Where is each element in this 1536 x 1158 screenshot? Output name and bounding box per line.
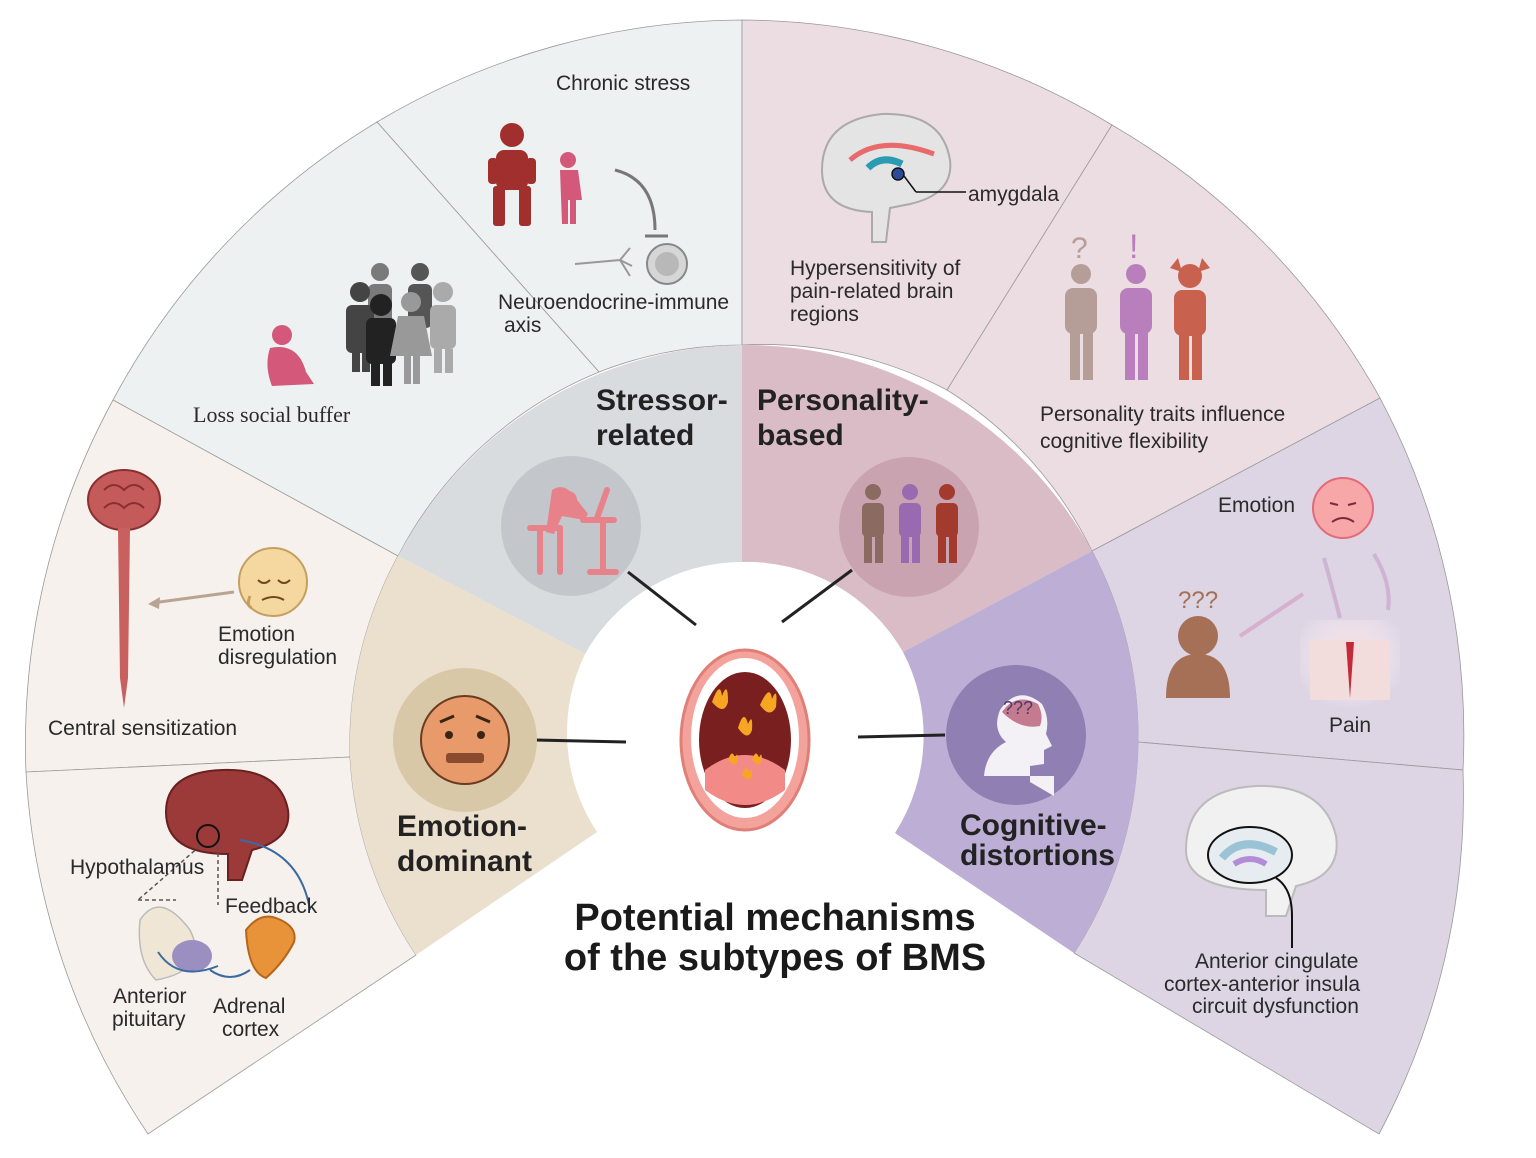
tissue-pain-icon xyxy=(1300,620,1400,710)
label-acc-2: cortex-anterior insula xyxy=(1164,973,1360,996)
svg-text:???: ??? xyxy=(1178,587,1218,614)
subtype-cognitive-line2: distortions xyxy=(960,839,1115,872)
connectors xyxy=(534,568,946,744)
subtype-personality-line2: based xyxy=(757,419,844,452)
svg-text:???: ??? xyxy=(1003,698,1033,718)
label-personality-traits-1: Personality traits influence xyxy=(1040,403,1285,426)
label-hypothalamus: Hypothalamus xyxy=(70,856,204,879)
sector-chronic-stress xyxy=(376,19,743,373)
crowd-icon xyxy=(346,263,456,386)
worried-face-icon xyxy=(393,668,537,812)
subtype-emotion-line2: dominant xyxy=(397,845,532,878)
subtype-emotion-line1: Emotion- xyxy=(397,810,527,843)
subtype-personality-line1: Personality- xyxy=(757,384,929,417)
spinal-brain-icon xyxy=(87,469,161,708)
emotion-arrow xyxy=(148,590,235,609)
label-anterior-pituitary-1: Anterior xyxy=(113,985,187,1008)
label-hypersensitivity-3: regions xyxy=(790,303,859,326)
diagram-title-line2: of the subtypes of BMS xyxy=(564,937,986,979)
label-hypersensitivity-2: pain-related brain xyxy=(790,280,953,303)
subtype-stressor-line2: related xyxy=(596,419,694,452)
diagram-title-line1: Potential mechanisms xyxy=(574,897,975,939)
confused-person-icon: ??? xyxy=(1166,587,1230,698)
hpa-axis-icon xyxy=(137,768,311,981)
subtype-cognitive-line1: Cognitive- xyxy=(960,809,1107,842)
mouth-fire-icon xyxy=(679,648,811,832)
stressed-person-icon xyxy=(488,123,536,226)
label-chronic-stress: Chronic stress xyxy=(556,72,690,95)
personality-people-icon: ? ! xyxy=(1065,228,1210,380)
label-adrenal-cortex-1: Adrenal xyxy=(213,995,285,1018)
label-feedback: Feedback xyxy=(225,895,318,918)
sad-face-emotion-icon xyxy=(1312,477,1374,539)
tired-person-icon xyxy=(560,152,582,224)
lonely-child-icon xyxy=(267,325,314,386)
label-adrenal-cortex-2: cortex xyxy=(222,1018,280,1041)
subtype-stressor-line1: Stressor- xyxy=(596,384,728,417)
label-acc-1: Anterior cingulate xyxy=(1195,950,1358,973)
inhibition-arrow-icon xyxy=(614,168,668,238)
label-central-sensitization: Central sensitization xyxy=(48,717,237,740)
emotion-pain-arrows xyxy=(1238,552,1391,638)
sad-face-icon xyxy=(238,547,308,617)
svg-text:?: ? xyxy=(1071,232,1088,265)
label-hypersensitivity-1: Hypersensitivity of xyxy=(790,257,961,280)
label-emotion-disregulation-2: disregulation xyxy=(218,646,337,669)
desk-stress-icon xyxy=(501,456,641,596)
brain-amygdala-icon xyxy=(820,112,966,243)
label-emotion-disregulation-1: Emotion xyxy=(218,623,295,646)
label-loss-social-buffer: Loss social buffer xyxy=(193,402,351,427)
label-emotion: Emotion xyxy=(1218,494,1295,517)
acc-brain-icon xyxy=(1184,784,1338,948)
label-neuroendocrine-2: axis xyxy=(504,314,541,337)
three-people-icon xyxy=(839,457,979,597)
label-neuroendocrine-1: Neuroendocrine-immune xyxy=(498,291,729,314)
svg-text:!: ! xyxy=(1129,228,1138,266)
label-anterior-pituitary-2: pituitary xyxy=(112,1008,186,1031)
label-amygdala: amygdala xyxy=(968,183,1059,206)
label-pain: Pain xyxy=(1329,714,1371,737)
neuron-cell-icon xyxy=(574,243,688,285)
label-personality-traits-2: cognitive flexibility xyxy=(1040,430,1209,453)
label-acc-3: circuit dysfunction xyxy=(1192,995,1359,1018)
head-questions-icon: ??? xyxy=(946,665,1086,805)
sector-amygdala xyxy=(741,19,1113,391)
